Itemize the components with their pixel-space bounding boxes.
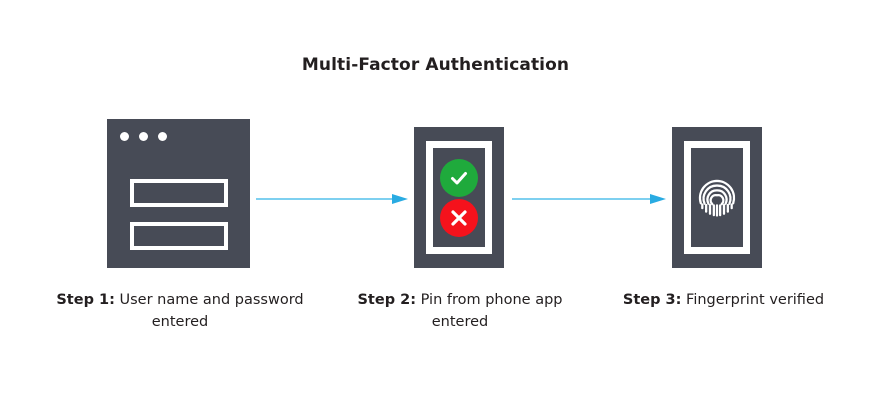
phone-fingerprint-icon	[672, 127, 762, 268]
browser-dot-icon	[139, 132, 148, 141]
check-circle-icon	[440, 158, 478, 197]
cross-circle-icon	[440, 198, 478, 237]
phone-screen	[691, 148, 743, 247]
phone-screen-border	[426, 141, 492, 254]
browser-dot-icon	[158, 132, 167, 141]
step-1-caption: Step 1: User name and password entered	[0, 289, 360, 333]
phone-screen	[433, 148, 485, 247]
step-2-caption: Step 2: Pin from phone app entered	[290, 289, 630, 333]
phone-pin-icon	[414, 127, 504, 268]
step-3-graphic	[575, 110, 871, 275]
step-3-label: Step 3:	[622, 292, 682, 308]
fingerprint-icon	[693, 174, 741, 222]
phone-screen-border	[684, 141, 750, 254]
step-3: Step 3: Fingerprint verified	[575, 110, 871, 311]
username-field-icon	[130, 179, 228, 207]
step-1-label: Step 1:	[56, 292, 115, 308]
browser-dot-icon	[120, 132, 129, 141]
step-2-label: Step 2:	[357, 292, 417, 308]
step-3-caption: Step 3: Fingerprint verified	[575, 289, 871, 311]
step-3-text: Fingerprint verified	[681, 292, 825, 308]
step-2-text: Pin from phone app entered	[416, 292, 563, 330]
arrow-right-icon	[256, 194, 408, 204]
step-2-graphic	[290, 110, 630, 275]
password-field-icon	[130, 222, 228, 250]
arrow-right-icon	[512, 194, 666, 204]
page-title: Multi-Factor Authentication	[301, 55, 570, 75]
browser-dots	[120, 132, 167, 141]
step-1-text: User name and password entered	[114, 292, 304, 330]
step-1-graphic	[0, 110, 360, 275]
step-2: Step 2: Pin from phone app entered	[290, 110, 630, 333]
browser-window-icon	[107, 119, 250, 268]
step-1: Step 1: User name and password entered	[0, 110, 360, 333]
